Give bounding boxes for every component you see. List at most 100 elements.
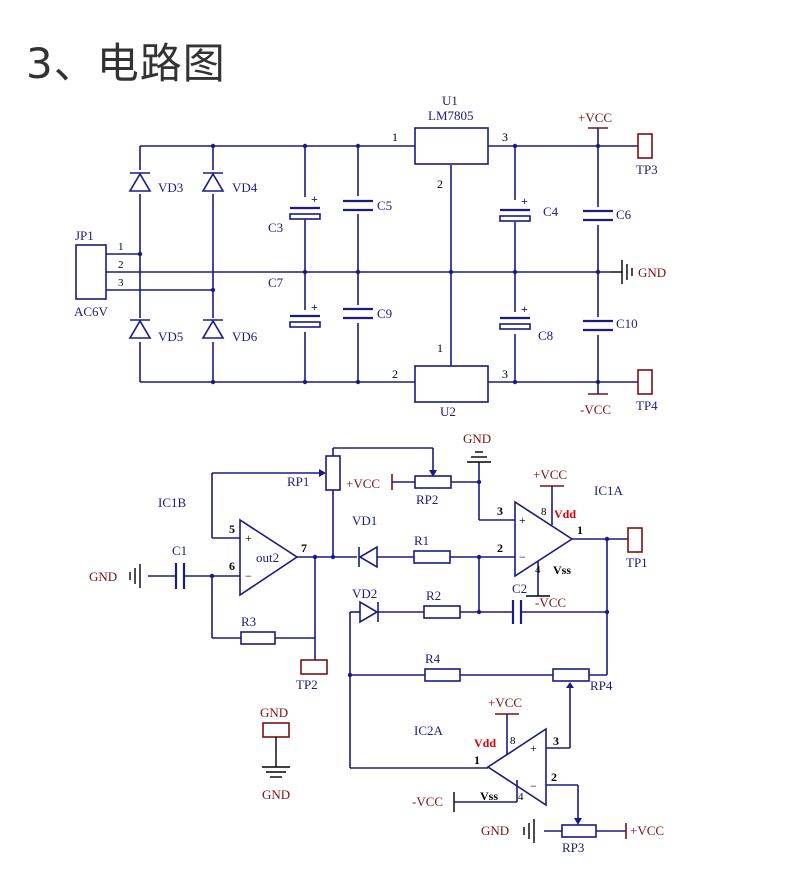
label-vcc-neg-2: -VCC (535, 595, 566, 610)
label-vcc-pos-2: +VCC (346, 476, 380, 491)
potentiometer-rp2 (414, 475, 452, 489)
sign-ic1b-minus: − (245, 569, 252, 583)
signal-section: IC1B IC1A IC2A out2 RP1 RP2 RP3 RP4 VD1 … (89, 431, 664, 855)
pin-u2-1: 1 (437, 341, 443, 355)
diode-vd1 (358, 545, 378, 569)
test-point-tp2 (300, 659, 328, 675)
sign-ic1a-plus: + (519, 513, 526, 527)
pin-u2-3: 3 (502, 367, 508, 381)
pin-ic2a-1: 1 (474, 753, 480, 767)
label-ic1a: IC1A (594, 483, 624, 498)
pin-jp1-3: 3 (118, 277, 124, 289)
regulator-u1 (414, 127, 489, 165)
label-c3: C3 (268, 220, 283, 235)
label-rp4: RP4 (590, 678, 613, 693)
label-lm7805: LM7805 (428, 108, 474, 123)
sign-ic2a-minus: − (530, 779, 537, 793)
opamp-ic1a (514, 500, 574, 578)
diode-vd4 (201, 172, 225, 192)
test-point-tp4 (637, 369, 653, 395)
label-rp1: RP1 (287, 474, 309, 489)
pin-u1-1: 1 (392, 130, 398, 144)
label-vd1: VD1 (352, 513, 377, 528)
label-r4: R4 (425, 651, 441, 666)
label-r1: R1 (414, 533, 429, 548)
label-jp1: JP1 (75, 228, 94, 243)
label-vss-2: Vss (480, 789, 498, 803)
label-vcc-pos-4: +VCC (488, 695, 522, 710)
label-vd3: VD3 (158, 180, 183, 195)
pin-u1-2: 2 (437, 177, 443, 191)
pin-ic1a-2: 2 (497, 541, 503, 555)
label-r2: R2 (426, 588, 441, 603)
pin-ic1a-4: 4 (535, 564, 541, 576)
label-rp2: RP2 (416, 492, 438, 507)
label-c5: C5 (377, 198, 392, 213)
label-u1: U1 (442, 93, 458, 108)
label-vcc-pos-3: +VCC (533, 467, 567, 482)
pin-jp1-2: 2 (118, 259, 124, 271)
ground-symbol-4 (523, 819, 535, 843)
label-gnd-5: GND (260, 705, 288, 720)
page-title: 3、电路图 (26, 39, 226, 88)
diode-vd2 (359, 600, 379, 624)
ground-symbol-5 (262, 737, 290, 778)
pin-ic2a-8: 8 (510, 735, 516, 747)
pin-ic2a-3: 3 (553, 734, 559, 748)
label-ic1b: IC1B (158, 495, 187, 510)
label-tp2: TP2 (296, 677, 318, 692)
pin-ic2a-4: 4 (518, 791, 524, 803)
label-c1: C1 (172, 543, 187, 558)
pin-ic1b-5: 5 (229, 522, 235, 536)
label-tp1: TP1 (626, 555, 648, 570)
capacitor-c6 (583, 209, 613, 222)
label-gnd-6: GND (262, 787, 290, 802)
capacitor-c9 (343, 307, 373, 320)
label-vcc-pos-1: +VCC (578, 110, 612, 125)
capacitor-c7: + (289, 300, 321, 328)
diode-vd3 (128, 172, 152, 192)
resistor-r2 (423, 605, 461, 619)
connector-jp1 (75, 244, 107, 300)
svg-text:+: + (311, 300, 318, 314)
resistor-r3 (240, 631, 276, 645)
sign-ic1a-minus: − (519, 550, 526, 564)
label-gnd-1: GND (638, 265, 666, 280)
pin-u1-3: 3 (502, 130, 508, 144)
label-gnd-2: GND (463, 431, 491, 446)
label-c6: C6 (616, 207, 632, 222)
capacitor-c4: + (499, 194, 531, 222)
pin-ic1a-8: 8 (541, 506, 547, 518)
potentiometer-rp1 (325, 455, 341, 491)
label-c2: C2 (512, 581, 527, 596)
test-point-tp1 (627, 527, 643, 553)
label-vcc-pos-5: +VCC (630, 823, 664, 838)
capacitor-c1 (174, 563, 186, 589)
resistor-r1 (413, 550, 451, 564)
label-gnd-4: GND (481, 823, 509, 838)
ground-symbol-2 (467, 451, 491, 463)
potentiometer-rp3 (561, 824, 597, 838)
resistor-r4 (424, 668, 461, 682)
svg-text:+: + (521, 302, 528, 316)
label-ic2a: IC2A (414, 723, 444, 738)
pin-ic1a-1: 1 (577, 523, 583, 537)
ground-symbol-3 (129, 564, 141, 588)
diode-vd5 (128, 319, 152, 339)
label-vss-1: Vss (553, 563, 571, 577)
capacitor-c5 (343, 199, 373, 212)
ground-symbol-1 (610, 260, 633, 284)
label-vcc-neg-1: -VCC (580, 402, 611, 417)
label-vd4: VD4 (232, 180, 258, 195)
capacitor-c10 (583, 319, 613, 332)
label-tp3: TP3 (636, 162, 658, 177)
label-r3: R3 (241, 614, 256, 629)
label-c10: C10 (616, 316, 638, 331)
power-supply-section: + + + + (74, 93, 666, 419)
label-vd5: VD5 (158, 329, 183, 344)
label-vd6: VD6 (232, 329, 258, 344)
label-u2: U2 (440, 404, 456, 419)
label-ac6v: AC6V (74, 304, 109, 319)
sign-ic1b-plus: + (245, 531, 252, 545)
